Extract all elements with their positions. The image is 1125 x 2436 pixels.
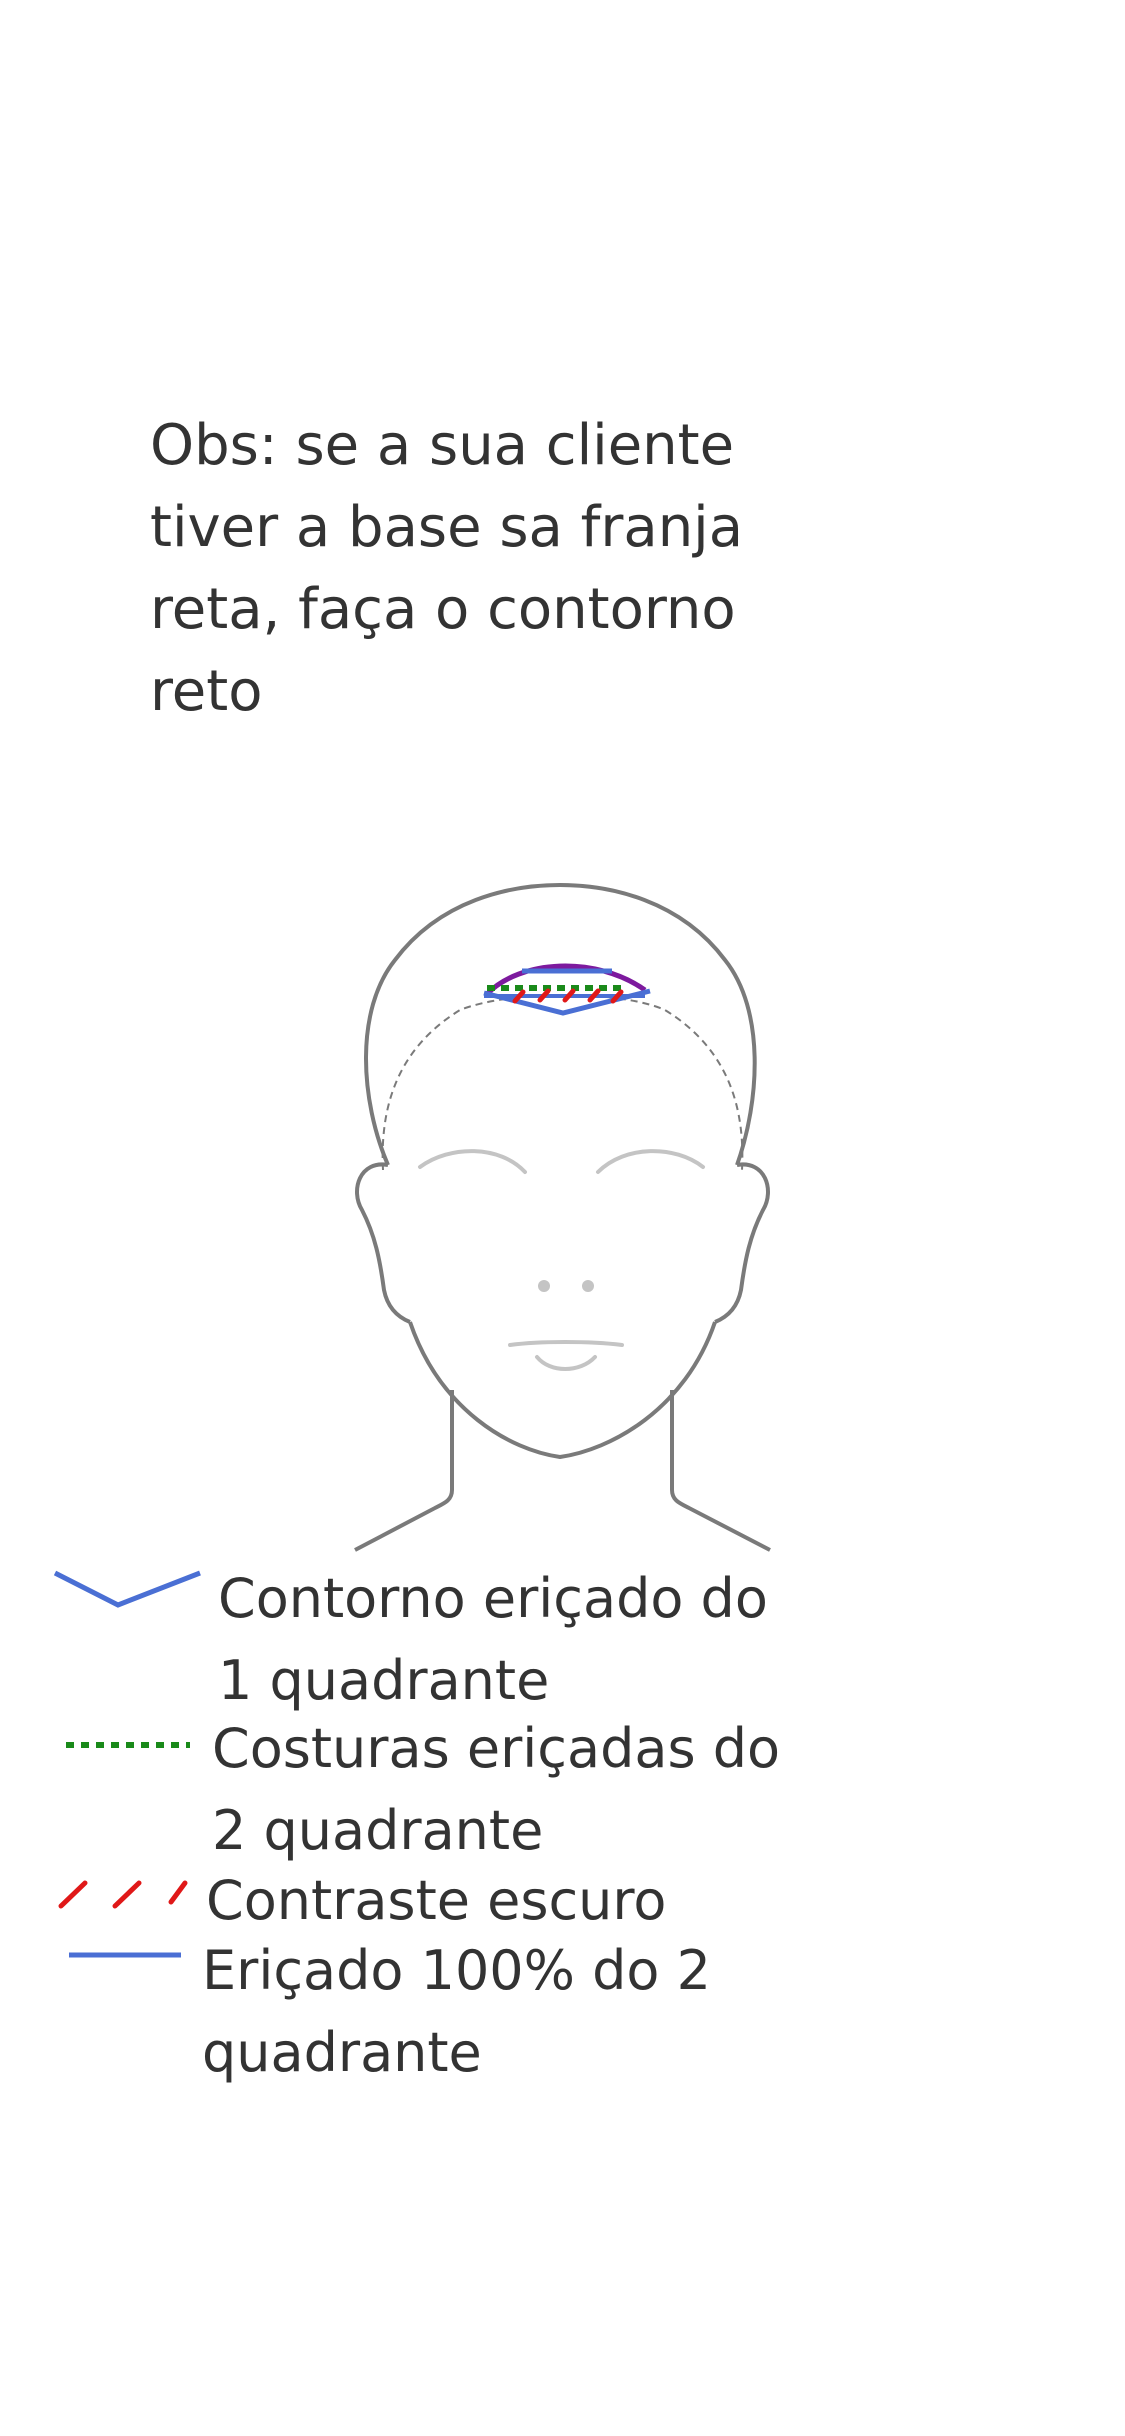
lower-lip — [535, 1355, 597, 1371]
note-line: tiver a base sa franja — [150, 495, 744, 560]
legend-item-contrast: Contraste escuro — [206, 1860, 666, 1942]
legend-label: 2 quadrante — [212, 1799, 544, 1862]
right-ear — [714, 1162, 770, 1324]
legend-label: Eriçado 100% do 2 — [202, 1939, 711, 2002]
purple-arc — [485, 963, 647, 996]
mouth-line — [508, 1340, 624, 1347]
red-dashes — [512, 988, 624, 1004]
head-outline — [364, 882, 757, 1166]
neck-right — [670, 1390, 771, 1552]
legend-item-seams: Costuras eriçadas do 2 quadrante — [212, 1708, 780, 1872]
left-ear — [355, 1162, 411, 1324]
neck-left — [354, 1390, 454, 1552]
face-jaw — [408, 1321, 717, 1460]
right-eye — [596, 1149, 705, 1174]
legend-label: Contorno eriçado do — [218, 1567, 768, 1630]
legend-label: Costuras eriçadas do — [212, 1717, 781, 1780]
head-diagram — [354, 882, 771, 1552]
legend-swatch-solid — [69, 1952, 181, 1958]
note-line: reta, faça o contorno — [150, 577, 736, 642]
blue-chevron — [483, 988, 651, 1016]
note-line: reto — [150, 659, 263, 724]
legend-item-full: Eriçado 100% do 2 quadrante — [202, 1930, 711, 2094]
nose-dot — [582, 1280, 594, 1292]
legend-label: quadrante — [202, 2021, 482, 2084]
legend-swatch-dotted — [66, 1742, 190, 1748]
legend-swatch-chevron — [53, 1570, 201, 1608]
nose-dot — [538, 1280, 550, 1292]
legend-label: Contraste escuro — [206, 1869, 667, 1932]
legend-swatch-dashed — [58, 1880, 188, 1909]
note-text: Obs: se a sua cliente tiver a base sa fr… — [150, 405, 770, 733]
legend-label: 1 quadrante — [218, 1649, 550, 1712]
legend-item-contour: Contorno eriçado do 1 quadrante — [218, 1558, 768, 1722]
note-line: Obs: se a sua cliente — [150, 413, 735, 478]
left-eye — [418, 1149, 527, 1174]
hairline — [381, 994, 744, 1171]
